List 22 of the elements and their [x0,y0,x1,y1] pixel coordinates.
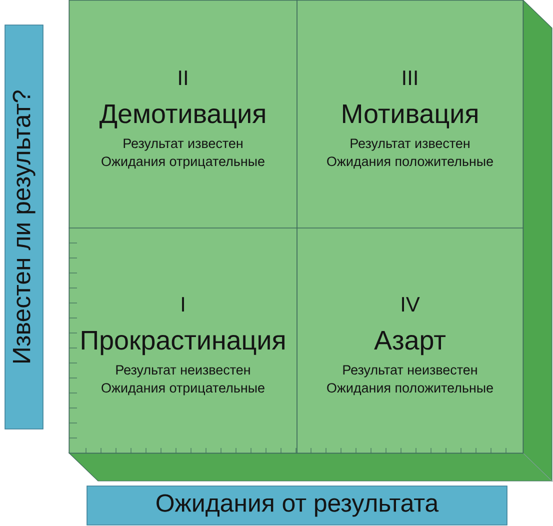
roman-numeral: III [403,70,417,85]
quadrant-title: Прокрастинация [82,330,284,356]
axis-label: Ожидания от результата [86,486,508,526]
quadrant-cell [68,228,298,454]
roman-numeral: II [179,70,187,85]
roman-numeral: I [182,297,184,312]
quadrant-description: Ожидания положительные [327,156,493,169]
quadrant-cell [296,228,524,454]
quadrant-description: Результат неизвестен [116,365,250,378]
quadrant-title: Мотивация [343,104,478,128]
quadrant-description: Ожидания отрицательные [102,383,264,396]
quadrant-description: Результат известен [350,138,470,151]
axis-label: Известен ли результат? [4,24,44,430]
quadrant-description: Результат неизвестен [343,365,477,378]
quadrant-title: Демотивация [100,104,265,128]
quadrant-cell [296,0,524,228]
quadrant-description: Ожидания положительные [327,383,493,396]
quadrant-description: Результат известен [124,138,242,151]
quadrant-description: Ожидания отрицательные [102,156,264,169]
roman-numeral: IV [402,297,420,312]
quadrant-title: Азарт [374,330,446,356]
quadrant-cell [68,0,298,228]
